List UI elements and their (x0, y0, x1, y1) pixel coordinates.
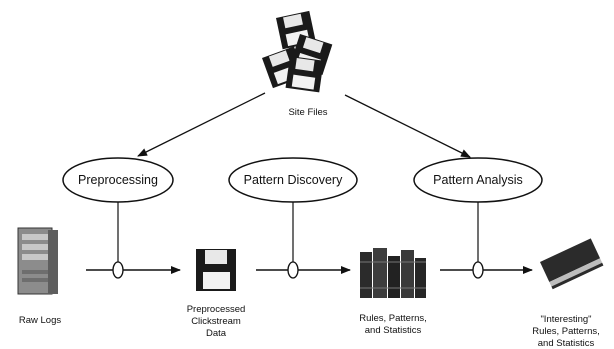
junction-preprocessing (112, 261, 124, 279)
preprocessed-label-line2: Clickstream (191, 316, 241, 327)
rules-label-line1: Rules, Patterns, (359, 313, 427, 324)
pattern-discovery-stage: Pattern Discovery (228, 157, 358, 203)
preprocessed-data-floppy-icon (196, 249, 236, 291)
rules-label-line2: and Statistics (365, 325, 422, 336)
raw-logs-server-icon (17, 227, 58, 295)
site-files-icon (262, 10, 333, 93)
site-files-label: Site Files (288, 107, 327, 118)
svg-text:Pattern Discovery: Pattern Discovery (244, 173, 343, 187)
preprocessed-label-line1: Preprocessed (187, 304, 246, 315)
interesting-label-line1: "Interesting" (540, 314, 591, 325)
raw-logs-label: Raw Logs (19, 315, 61, 326)
arrow-site-to-preprocessing (137, 92, 266, 157)
svg-text:Preprocessing: Preprocessing (78, 173, 158, 187)
svg-text:Pattern Analysis: Pattern Analysis (433, 173, 523, 187)
arrow-site-to-pattern-analysis (344, 94, 471, 158)
interesting-label-line3: and Statistics (538, 338, 595, 349)
pattern-analysis-stage: Pattern Analysis (413, 157, 543, 203)
rules-books-icon (360, 248, 426, 298)
interesting-label-line2: Rules, Patterns, (532, 326, 600, 337)
preprocessing-stage: Preprocessing (62, 157, 174, 203)
junction-pattern-analysis (472, 261, 484, 279)
preprocessed-label-line3: Data (206, 328, 227, 339)
interesting-book-icon (540, 238, 604, 290)
junction-pattern-discovery (287, 261, 299, 279)
